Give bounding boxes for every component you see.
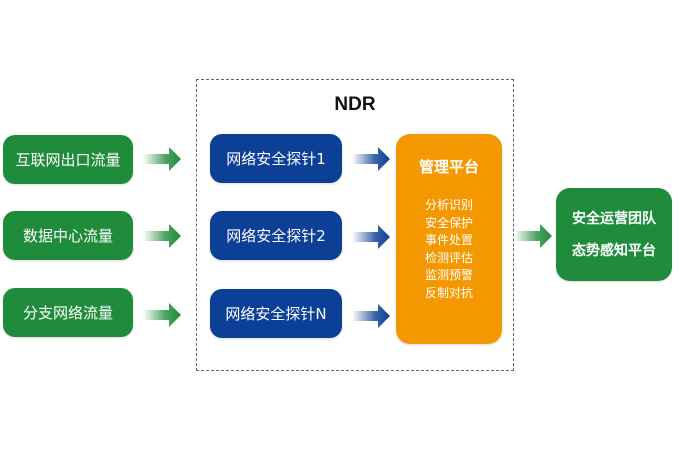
probe-label: 网络安全探针N bbox=[225, 305, 327, 323]
probe-2: 网络安全探针2 bbox=[210, 211, 342, 260]
arrow-right-icon bbox=[352, 147, 390, 171]
source-label: 分支网络流量 bbox=[22, 304, 113, 322]
ndr-title: NDR bbox=[334, 94, 376, 115]
probe-n: 网络安全探针N bbox=[210, 289, 342, 338]
function-item: 安全保护 bbox=[424, 215, 473, 230]
arrow-right-icon bbox=[143, 224, 181, 248]
arrow-right-icon bbox=[143, 303, 181, 327]
arrow-right-icon bbox=[514, 224, 552, 248]
arrow-right-icon bbox=[143, 147, 181, 171]
arrow-right-icon bbox=[352, 225, 390, 249]
function-item: 分析识别 bbox=[424, 198, 473, 212]
ndr-boundary bbox=[196, 79, 514, 371]
function-item: 反制对抗 bbox=[424, 285, 473, 300]
source-datacenter: 数据中心流量 bbox=[3, 211, 133, 260]
management-functions: 分析识别 安全保护 事件处置 检测评估 监测预警 反制对抗 bbox=[425, 197, 473, 302]
function-item: 监测预警 bbox=[424, 268, 473, 282]
probe-1: 网络安全探针1 bbox=[210, 134, 342, 183]
source-internet-egress: 互联网出口流量 bbox=[3, 135, 133, 184]
target-line: 安全运营团队 bbox=[572, 210, 656, 227]
target-line: 态势感知平台 bbox=[572, 242, 656, 259]
management-platform: 管理平台 分析识别 安全保护 事件处置 检测评估 监测预警 反制对抗 bbox=[396, 134, 502, 344]
probe-label: 网络安全探针2 bbox=[226, 227, 326, 245]
function-item: 事件处置 bbox=[424, 233, 473, 247]
security-operations-target: 安全运营团队 态势感知平台 bbox=[556, 188, 672, 281]
probe-label: 网络安全探针1 bbox=[226, 150, 326, 168]
source-label: 互联网出口流量 bbox=[15, 151, 121, 169]
function-item: 检测评估 bbox=[424, 250, 473, 265]
arrow-right-icon bbox=[352, 304, 390, 328]
management-title: 管理平台 bbox=[418, 158, 479, 176]
source-branch-network: 分支网络流量 bbox=[3, 288, 133, 337]
source-label: 数据中心流量 bbox=[22, 227, 113, 245]
